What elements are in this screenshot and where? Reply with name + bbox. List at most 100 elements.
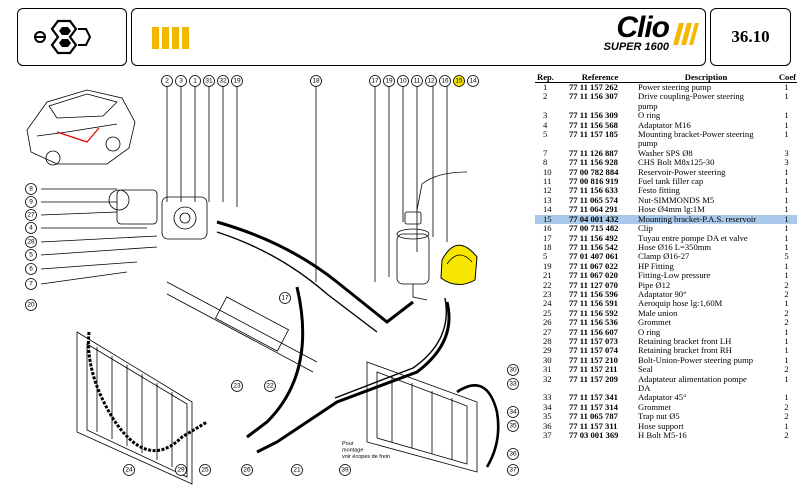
reference-cell: 77 01 407 061 bbox=[569, 251, 619, 262]
reference-cell: 77 11 156 492 bbox=[569, 232, 618, 243]
reference-cell: 77 00 816 919 bbox=[569, 176, 619, 187]
reference-cell: 77 11 157 210 bbox=[569, 354, 618, 365]
description-cell: Grommet bbox=[638, 317, 671, 328]
coef-cell: 5 bbox=[784, 251, 789, 262]
callout-12: 12 bbox=[425, 75, 437, 87]
callout-label: 23 bbox=[233, 383, 241, 390]
callout-33: 33 bbox=[507, 378, 519, 390]
header-rep: Rep. bbox=[537, 71, 554, 82]
callout-label: 25 bbox=[201, 467, 209, 474]
coef-cell: 1 bbox=[784, 185, 789, 196]
rep-cell: 33 bbox=[543, 392, 552, 403]
coef-cell: 2 bbox=[784, 364, 789, 375]
reference-cell: 77 11 127 070 bbox=[569, 279, 618, 290]
table-row: DA bbox=[535, 383, 797, 393]
callout-27: 27 bbox=[25, 209, 37, 221]
callout-label: 27 bbox=[27, 212, 35, 219]
reference-cell: 77 11 064 291 bbox=[569, 204, 618, 215]
description-cell: Tuyau entre pompe DA et valve bbox=[638, 232, 748, 243]
exploded-diagram: 2 3 1 31 32 19 18 17 19 10 11 12 16 15 1… bbox=[17, 72, 534, 486]
callout-22: 22 bbox=[264, 380, 276, 392]
coef-cell: 2 bbox=[784, 288, 789, 299]
table-row: pump bbox=[535, 101, 797, 111]
rep-cell: 27 bbox=[543, 326, 552, 337]
description-cell: H Bolt M5-16 bbox=[638, 430, 687, 441]
callout-5: 5 bbox=[25, 249, 37, 261]
reference-cell: 77 11 156 536 bbox=[569, 317, 618, 328]
reference-cell: 77 11 156 596 bbox=[569, 288, 618, 299]
rep-cell: 15 bbox=[543, 213, 552, 224]
coef-cell: 2 bbox=[784, 307, 789, 318]
rep-cell: 19 bbox=[543, 260, 552, 271]
callout-6: 6 bbox=[25, 263, 37, 275]
callout-label: 32 bbox=[219, 78, 227, 85]
callout-label: 12 bbox=[427, 78, 435, 85]
description-cell: O ring bbox=[638, 326, 661, 337]
reference-cell: 77 11 156 633 bbox=[569, 185, 618, 196]
reference-cell: 77 11 157 314 bbox=[569, 401, 618, 412]
callout-9: 9 bbox=[25, 196, 37, 208]
callout-19b: 19 bbox=[383, 75, 395, 87]
header-reference: Reference bbox=[581, 71, 619, 82]
rep-cell: 37 bbox=[543, 430, 552, 441]
brand-bars bbox=[673, 23, 699, 45]
description-cell: Trap nut Ø5 bbox=[638, 411, 680, 422]
callout-32: 32 bbox=[217, 75, 229, 87]
brand-subname: SUPER 1600 bbox=[603, 41, 669, 53]
accent-stripes bbox=[152, 27, 189, 49]
header-coef: Coef bbox=[778, 71, 796, 82]
reference-cell: 77 11 156 307 bbox=[569, 91, 618, 102]
description-cell: Grommet bbox=[638, 401, 671, 412]
coef-cell: 2 bbox=[784, 279, 789, 290]
callout-label: 34 bbox=[509, 409, 517, 416]
callout-label: 3 bbox=[179, 78, 183, 85]
reference-cell: 77 11 157 209 bbox=[569, 373, 618, 384]
coef-cell: 1 bbox=[784, 298, 789, 309]
reference-cell: 77 11 065 574 bbox=[569, 194, 618, 205]
callout-label: 9 bbox=[29, 199, 33, 206]
callout-17a: 17 bbox=[369, 75, 381, 87]
rep-cell: 29 bbox=[543, 345, 552, 356]
rep-cell: 22 bbox=[543, 279, 552, 290]
description-cell: Adaptator 90° bbox=[638, 288, 687, 299]
callout-label: 20 bbox=[27, 302, 35, 309]
callout-label: 15 bbox=[455, 78, 463, 85]
callout-23: 23 bbox=[231, 380, 243, 392]
description-cell: Mounting bracket-Power steering bbox=[638, 129, 754, 140]
callout-label: 8 bbox=[29, 186, 33, 193]
description-cell: Drive coupling-Power steering bbox=[638, 91, 744, 102]
callout-30: 30 bbox=[507, 364, 519, 376]
callout-35: 35 bbox=[507, 420, 519, 432]
description-cell: Pipe Ø12 bbox=[638, 279, 671, 290]
reference-cell: 77 00 782 884 bbox=[569, 166, 619, 177]
reference-cell: 77 03 001 369 bbox=[569, 430, 619, 441]
description-cell: Clamp Ø16-27 bbox=[638, 251, 690, 262]
description-cell: Mounting bracket-P.A.S. reservoir bbox=[638, 213, 757, 224]
reference-cell: 77 11 157 074 bbox=[569, 345, 618, 356]
callout-label: 16 bbox=[441, 78, 449, 85]
coef-cell: 1 bbox=[784, 110, 789, 121]
rep-cell: 4 bbox=[543, 119, 548, 130]
description-cell: Seal bbox=[638, 364, 653, 375]
description-cell: O ring bbox=[638, 110, 661, 121]
callout-label: 5 bbox=[29, 252, 33, 259]
description-cell: pump bbox=[638, 138, 658, 149]
callout-15-highlighted: 15 bbox=[453, 75, 465, 87]
callout-7: 7 bbox=[25, 278, 37, 290]
coef-cell: 1 bbox=[784, 373, 789, 384]
description-cell: Fuel tank filler cap bbox=[638, 176, 704, 187]
